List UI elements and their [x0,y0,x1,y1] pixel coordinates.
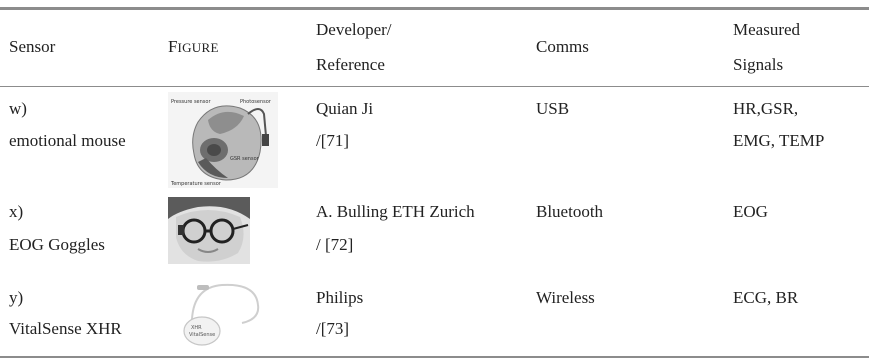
row-y-reference: /[73] [316,319,350,338]
table-top-rule [0,7,869,10]
svg-text:GSR sensor: GSR sensor [230,156,260,162]
row-x-sensor-letter: x) [9,202,24,221]
header-measured-line1: Measured [733,20,801,39]
vitalsense-xhr-image: XHR VitalSense [172,279,272,347]
row-w-sensor-name: emotional mouse [9,131,126,150]
header-figure: FIGURE [168,37,219,56]
svg-text:Pressure sensor: Pressure sensor [171,99,211,105]
header-comms: Comms [536,37,589,56]
row-y-sensor-name: VitalSense XHR [9,319,122,338]
header-developer-line1: Developer/ [316,20,392,39]
row-x-developer: A. Bulling ETH Zurich [316,202,475,221]
row-y-signals: ECG, BR [733,288,799,307]
row-y-sensor-letter: y) [9,288,24,307]
row-x-signals: EOG [733,202,768,221]
row-w-comms: USB [536,99,570,118]
svg-text:Photosensor: Photosensor [240,99,272,105]
header-developer-line2: Reference [316,55,385,74]
row-w-signals-line2: EMG, TEMP [733,131,825,150]
row-x-reference: / [72] [316,235,354,254]
row-y-comms: Wireless [536,288,595,307]
header-measured-line2: Signals [733,55,784,74]
svg-text:XHR: XHR [191,325,202,331]
row-w-signals-line1: HR,GSR, [733,99,799,118]
table-bottom-rule [0,356,869,358]
row-x-sensor-name: EOG Goggles [9,235,105,254]
header-sensor: Sensor [9,37,56,56]
row-x-comms: Bluetooth [536,202,604,221]
row-w-sensor-letter: w) [9,99,27,118]
emotional-mouse-image: Pressure sensor Photosensor GSR sensor T… [168,92,278,188]
row-w-developer: Quian Ji [316,99,374,118]
row-y-developer: Philips [316,288,364,307]
svg-text:Temperature sensor: Temperature sensor [170,181,222,187]
svg-text:VitalSense: VitalSense [189,332,215,338]
eog-goggles-image [168,197,250,264]
header-rule [0,86,869,87]
row-w-reference: /[71] [316,131,350,150]
